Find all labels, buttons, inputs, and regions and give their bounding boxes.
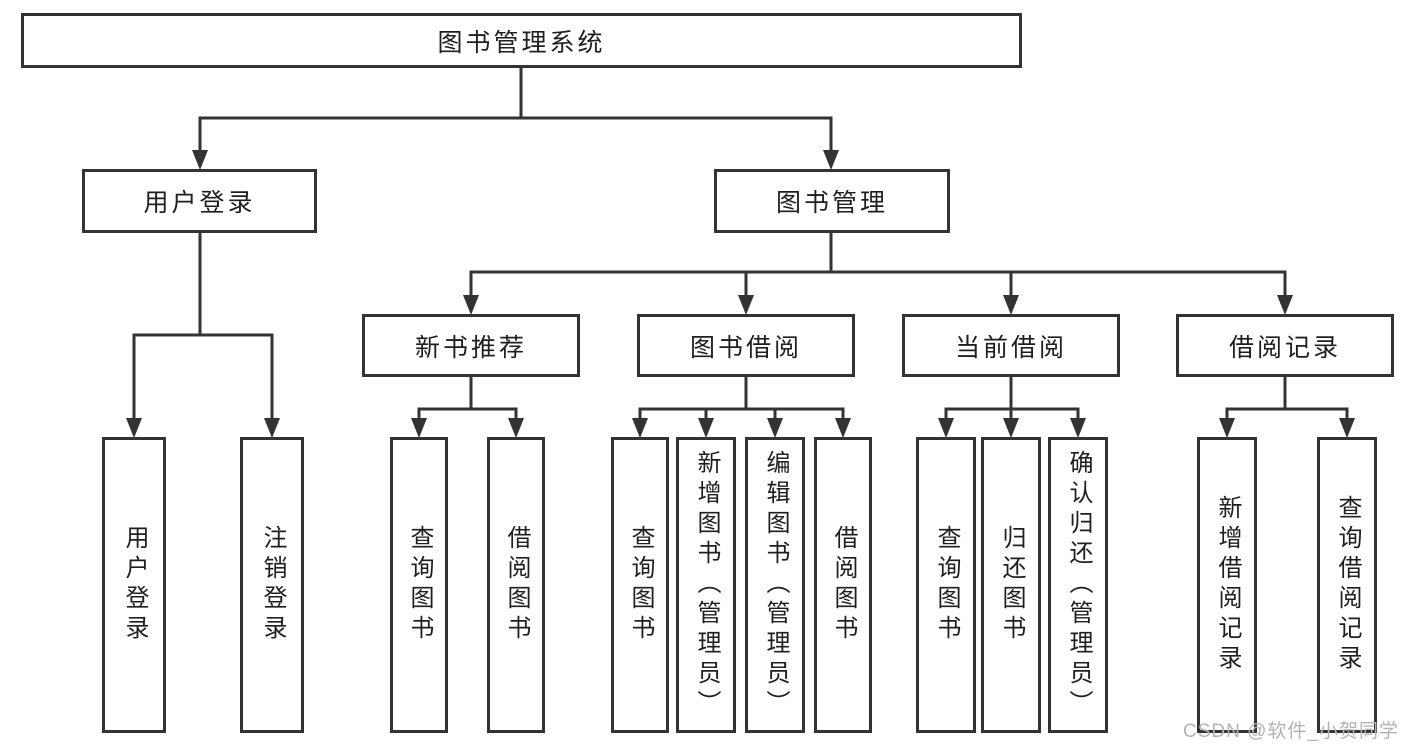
node-current-borrowing: 当前借阅 xyxy=(902,314,1120,377)
leaf-borrow-books: 借阅图书 xyxy=(814,437,872,733)
node-user-login: 用户登录 xyxy=(82,169,317,233)
leaf-add-borrow-record: 新增借阅记录 xyxy=(1197,437,1257,733)
leaf-query-books-current: 查询图书 xyxy=(916,437,976,733)
leaf-edit-books-admin: 编辑图书（管理员） xyxy=(745,437,805,733)
node-book-borrowing: 图书借阅 xyxy=(637,314,855,377)
leaf-logout: 注销登录 xyxy=(240,437,304,733)
node-new-book-recommendation: 新书推荐 xyxy=(362,314,580,377)
leaf-borrow-books-new: 借阅图书 xyxy=(487,437,545,733)
leaf-query-books-new: 查询图书 xyxy=(390,437,448,733)
leaf-user-login: 用户登录 xyxy=(102,437,166,733)
leaf-add-books-admin: 新增图书（管理员） xyxy=(676,437,736,733)
csdn-watermark: CSDN @软件_小贺同学 xyxy=(1183,721,1399,742)
node-borrowing-records: 借阅记录 xyxy=(1176,314,1394,377)
leaf-return-books: 归还图书 xyxy=(981,437,1041,733)
node-book-management: 图书管理 xyxy=(714,169,950,233)
node-library-management-system: 图书管理系统 xyxy=(21,13,1022,68)
leaf-query-borrow-record: 查询借阅记录 xyxy=(1317,437,1377,733)
leaf-confirm-return-admin: 确认归还（管理员） xyxy=(1048,437,1108,733)
leaf-query-books-borrowing: 查询图书 xyxy=(611,437,669,733)
